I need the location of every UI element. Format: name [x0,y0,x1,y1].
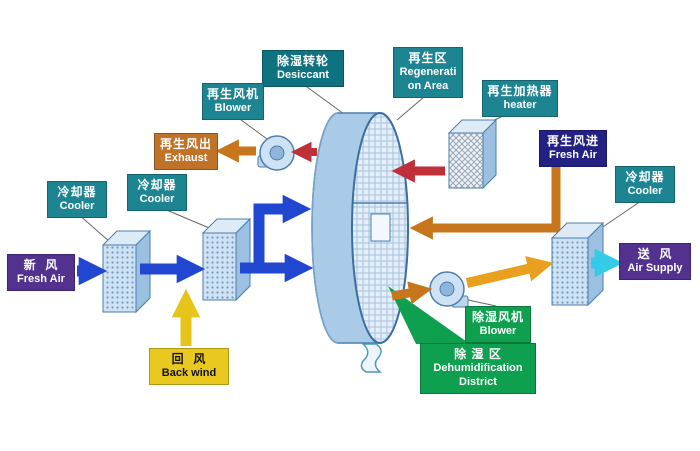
wheel-hub [370,213,391,242]
label-desiccant-wheel-zh: 除湿转轮 [276,54,329,68]
regen-blower-fan [257,135,295,171]
label-regeneration-area-en2: on Area [407,79,449,92]
dehumid-blower-fan [429,271,469,308]
label-regeneration-area: 再生区 Regenerati on Area [393,47,463,98]
label-regen-exhaust-zh: 再生风出 [159,137,212,151]
label-fresh-air: 新 风 Fresh Air [7,254,75,291]
label-regen-exhaust-en: Exhaust [164,152,208,164]
label-fresh-air-en: Fresh Air [17,273,65,285]
arrow-blower-to-cooler-right [465,256,554,288]
label-dehumid-district: 除 湿 区 Dehumidification District [420,343,536,394]
desiccant-wheel [311,112,409,344]
label-regen-fresh-air-zh: 再生风进 [546,134,599,148]
label-regen-blower: 再生风机 Blower [202,83,264,120]
label-cooler-middle-zh: 冷却器 [137,178,177,192]
label-regen-heater: 再生加热器 heater [482,80,558,117]
label-cooler-right-zh: 冷却器 [625,170,665,184]
label-cooler-left-en: Cooler [59,200,95,212]
label-air-supply-en: Air Supply [627,262,683,274]
cooler-unit-left [101,229,152,314]
label-dehumid-blower-en: Blower [479,325,517,337]
airflow-arrows [77,139,624,346]
label-desiccant-wheel: 除湿转轮 Desiccant [262,50,344,87]
label-back-wind-zh: 回 风 [171,352,207,366]
label-regen-fresh-air: 再生风进 Fresh Air [539,130,607,167]
label-dehumid-district-en1: Dehumidification [433,362,523,374]
label-regen-blower-en: Blower [214,102,252,114]
label-dehumid-district-zh: 除 湿 区 [454,347,502,361]
label-cooler-left-zh: 冷却器 [57,185,97,199]
label-cooler-middle-en: Cooler [139,193,175,205]
label-desiccant-wheel-en: Desiccant [277,69,329,81]
heater-unit [447,118,498,190]
label-dehumid-district-en2: District [459,375,497,388]
label-air-supply-zh: 送 风 [637,247,673,261]
label-regeneration-area-en1: Regenerati [399,66,457,78]
label-regen-fresh-air-en: Fresh Air [549,149,597,161]
label-regen-heater-zh: 再生加热器 [487,84,553,98]
label-fresh-air-zh: 新 风 [23,258,59,272]
label-dehumid-blower-zh: 除湿风机 [471,310,524,324]
regen-fresh-air-duct-arrow [409,164,561,240]
label-regen-blower-zh: 再生风机 [207,87,260,101]
label-air-supply: 送 风 Air Supply [619,243,691,280]
label-cooler-left: 冷却器 Cooler [47,181,107,218]
arrow-wheel-to-dehumid-blower [391,281,433,305]
label-back-wind-en: Back wind [161,367,217,379]
wheel-seal-sheet [360,343,382,373]
label-cooler-right: 冷却器 Cooler [615,166,675,203]
label-regen-exhaust: 再生风出 Exhaust [154,133,218,170]
arrow-cooler2-to-wheel-up [253,194,312,264]
label-regeneration-area-zh: 再生区 [408,51,448,65]
label-regen-heater-en: heater [503,99,537,111]
cooler-unit-middle [201,217,252,302]
label-cooler-middle: 冷却器 Cooler [127,174,187,211]
label-back-wind: 回 风 Back wind [149,348,229,385]
label-cooler-right-en: Cooler [627,185,663,197]
label-dehumid-blower: 除湿风机 Blower [465,306,531,343]
